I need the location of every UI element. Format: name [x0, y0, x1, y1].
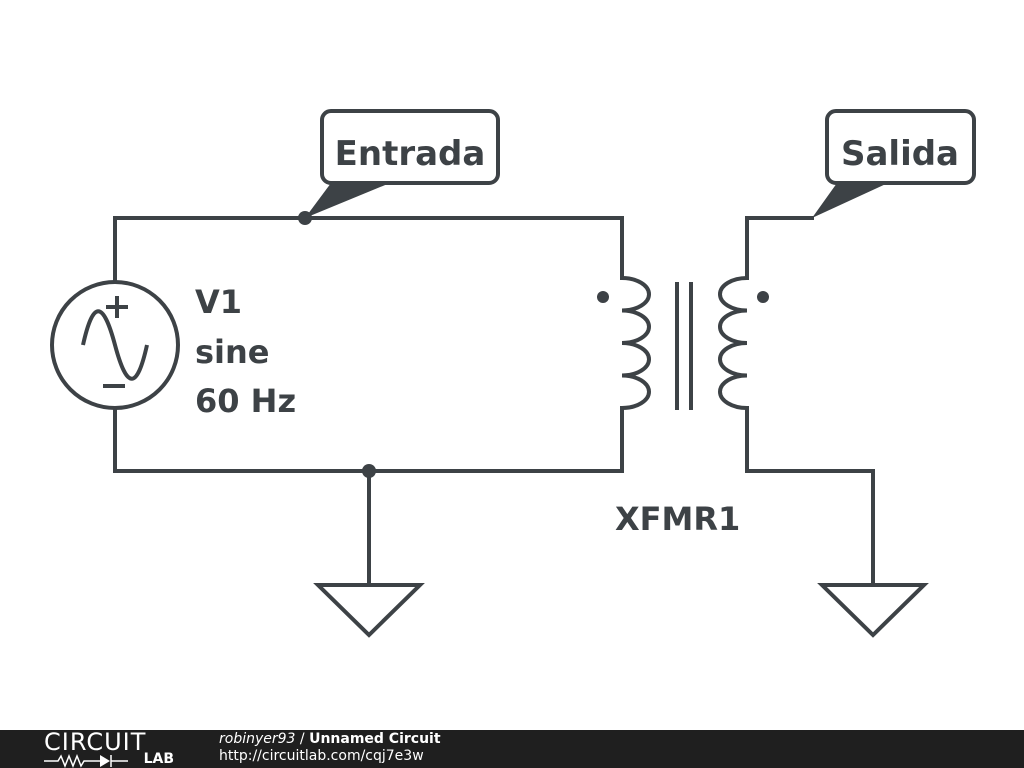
schematic-diagram: Entrada Salida V1 sine 60 Hz XFMR1	[50, 109, 976, 638]
circuitlab-logo: CIRCUIT LAB	[44, 728, 174, 768]
ground-symbol-left	[313, 583, 425, 638]
author-link[interactable]: robinyer93	[219, 731, 296, 747]
transformer-name-label: XFMR1	[615, 500, 740, 538]
input-wires	[113, 216, 624, 587]
ground-symbol-right	[817, 583, 929, 638]
resistor-diode-icon	[44, 753, 128, 768]
credits-separator: /	[295, 731, 310, 747]
net-label-salida-text: Salida	[841, 134, 959, 174]
net-label-salida: Salida	[812, 109, 976, 218]
secondary-polarity-dot	[757, 291, 769, 303]
junction-ground	[362, 464, 376, 478]
circuit-credits: robinyer93 / Unnamed Circuit http://circ…	[219, 731, 441, 765]
logo-resistor-diode-graphic: LAB	[44, 751, 174, 768]
net-label-entrada-text: Entrada	[335, 134, 486, 174]
output-wires	[745, 216, 875, 587]
circuit-url-link[interactable]: http://circuitlab.com/cqj7e3w	[219, 748, 424, 764]
source-name-label: V1	[195, 283, 242, 321]
logo-text-lab: LAB	[143, 751, 174, 767]
sine-voltage-source-v1	[50, 280, 180, 410]
transformer-xfmr1	[597, 276, 769, 410]
primary-polarity-dot	[597, 291, 609, 303]
footer-bar: CIRCUIT LAB robinyer93 / Unnamed Circuit…	[0, 730, 1024, 768]
net-label-entrada: Entrada	[305, 109, 500, 218]
circuit-title: Unnamed Circuit	[309, 731, 441, 747]
logo-text-circuit: CIRCUIT	[44, 728, 147, 756]
source-frequency-label: 60 Hz	[195, 382, 296, 420]
source-type-label: sine	[195, 333, 270, 371]
credits-line-1: robinyer93 / Unnamed Circuit	[219, 731, 441, 748]
